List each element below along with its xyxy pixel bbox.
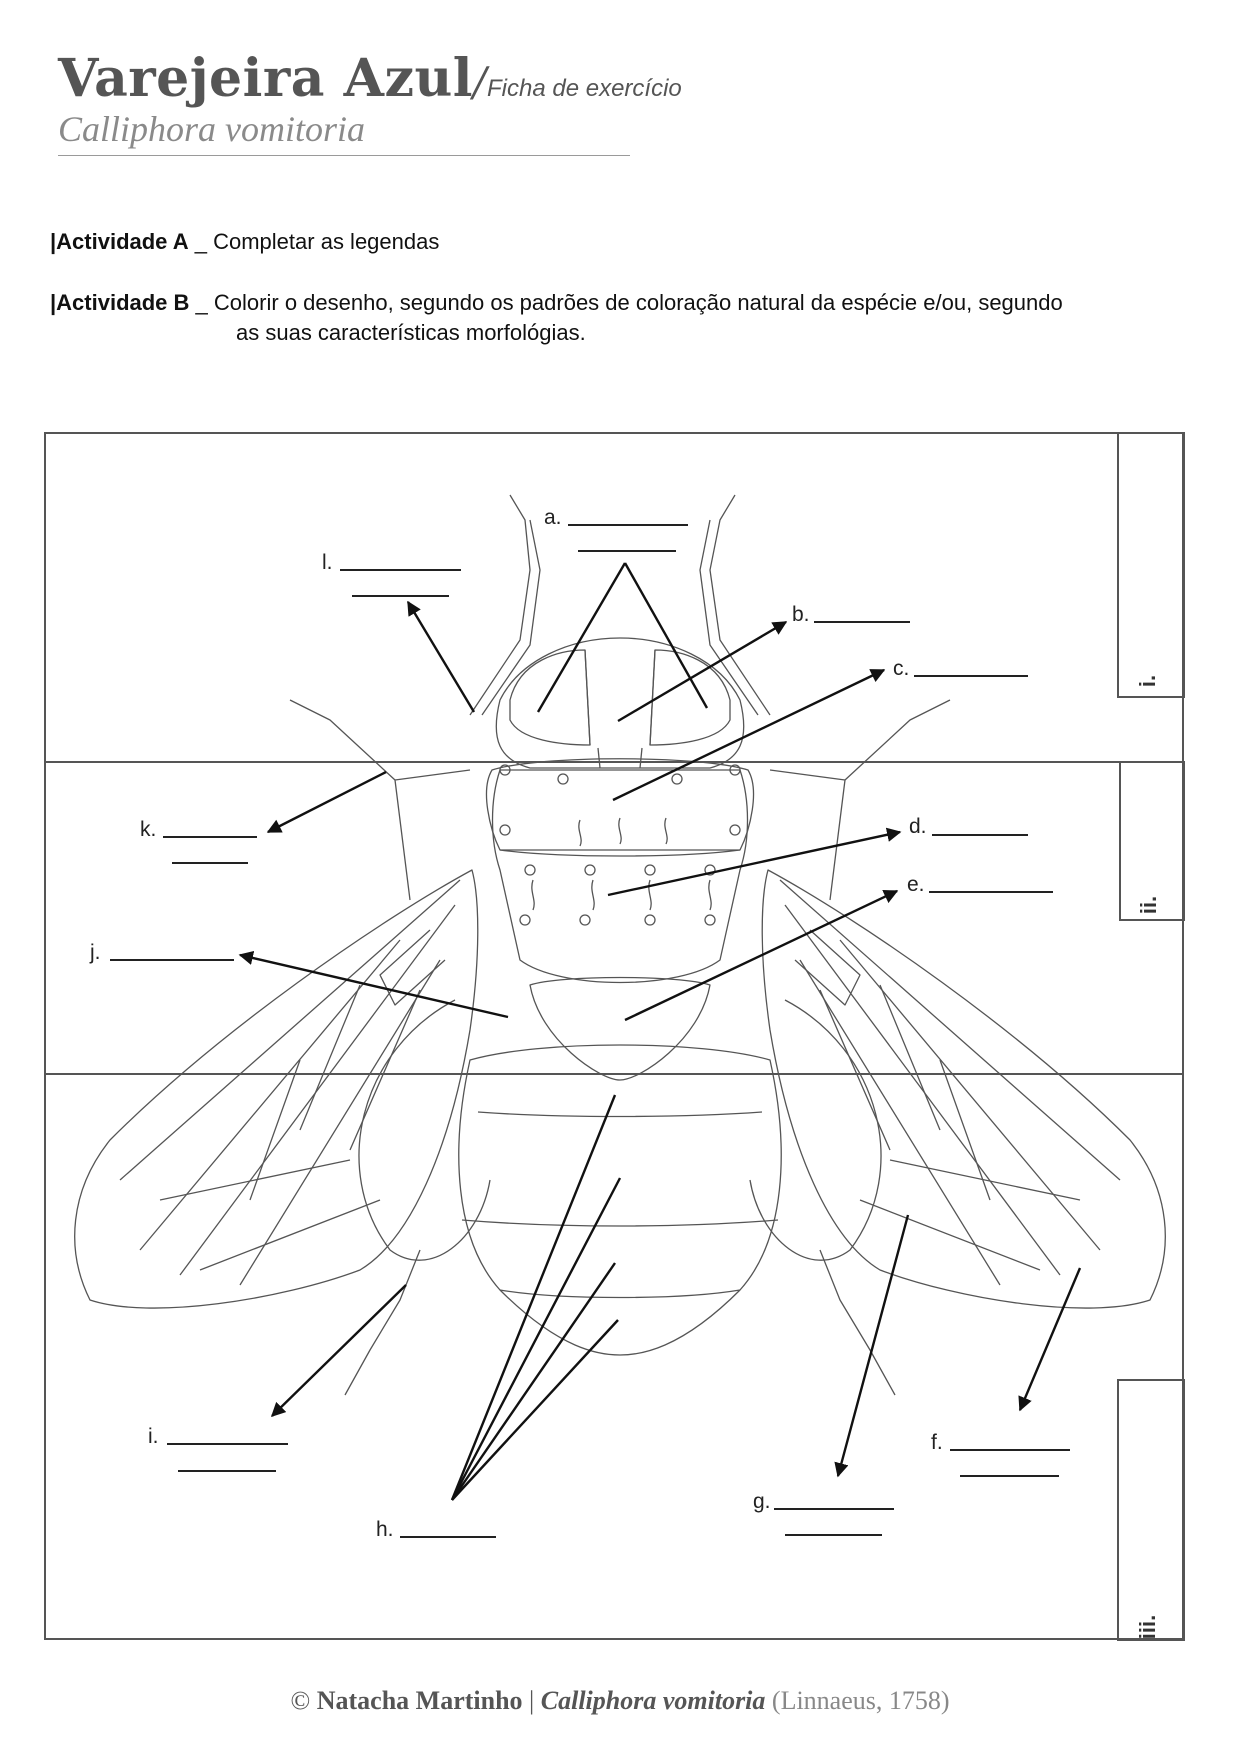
- label-b: b.: [792, 603, 810, 626]
- label-l: l.: [322, 551, 333, 574]
- left-wing: [74, 869, 479, 1309]
- activity-b-label: |Actividade B: [50, 290, 190, 315]
- footer-credit: © Natacha Martinho | Calliphora vomitori…: [0, 1686, 1240, 1716]
- species-name: Calliphora vomitoria: [58, 109, 366, 149]
- label-c: c.: [893, 657, 910, 680]
- section-label-iii: iii.: [1135, 1614, 1161, 1640]
- front-leg-left: [469, 494, 531, 716]
- label-f: f.: [931, 1431, 943, 1454]
- label-a: a.: [544, 506, 562, 529]
- thorax: [491, 769, 749, 984]
- activity-b: |Actividade B _ Colorir o desenho, segun…: [50, 290, 1063, 316]
- label-e: e.: [907, 873, 925, 896]
- middle-leg-left: [289, 699, 396, 781]
- page-subtitle: Ficha de exercício: [487, 75, 682, 102]
- section-label-ii: ii.: [1136, 895, 1162, 915]
- diagram-frame: [44, 432, 1184, 1640]
- middle-leg-right: [844, 699, 951, 781]
- section-tab-ii: [1119, 761, 1185, 921]
- label-j: j.: [90, 941, 101, 964]
- label-i: i.: [148, 1425, 159, 1448]
- footer-divider: |: [529, 1686, 535, 1715]
- right-eye: [649, 649, 731, 746]
- front-leg-right: [709, 494, 771, 716]
- activity-a-text: Completar as legendas: [213, 229, 440, 254]
- section-tab-i: [1117, 432, 1185, 698]
- label-k: k.: [140, 818, 157, 841]
- activity-a-sep: _: [194, 229, 207, 254]
- footer-species: Calliphora vomitoria: [540, 1686, 766, 1715]
- activity-b-sep: _: [195, 290, 208, 315]
- footer-author: Natacha Martinho: [316, 1686, 523, 1715]
- activity-a: |Actividade A _ Completar as legendas: [50, 229, 439, 255]
- right-wing: [761, 869, 1166, 1309]
- header-divider: [58, 155, 630, 156]
- abdomen: [458, 1044, 782, 1356]
- section-tab-iii: [1117, 1379, 1185, 1641]
- section-label-i: i.: [1135, 674, 1161, 688]
- activity-a-label: |Actividade A: [50, 229, 189, 254]
- hind-leg-right: [819, 1249, 896, 1396]
- left-eye: [509, 649, 591, 746]
- page-title: Varejeira Azul/Ficha de exercício: [58, 48, 682, 109]
- label-d: d.: [909, 815, 927, 838]
- title-text: Varejeira Azul: [58, 48, 474, 109]
- activity-b-text-line2: as suas características morfológias.: [236, 320, 586, 345]
- fly-illustration: [74, 494, 1166, 1396]
- answer-blanks: [110, 524, 1070, 1538]
- label-h: h.: [376, 1518, 394, 1541]
- activity-b-text: Colorir o desenho, segundo os padrões de…: [213, 290, 1063, 315]
- scutellum: [529, 976, 711, 1081]
- pointer-lines: [238, 562, 1082, 1501]
- footer-authority: (Linnaeus, 1758): [771, 1686, 950, 1715]
- head: [495, 637, 745, 769]
- hind-leg-left: [344, 1249, 421, 1396]
- label-g: g.: [753, 1490, 771, 1513]
- copyright-symbol: ©: [290, 1686, 311, 1715]
- title-slash: /: [473, 60, 488, 106]
